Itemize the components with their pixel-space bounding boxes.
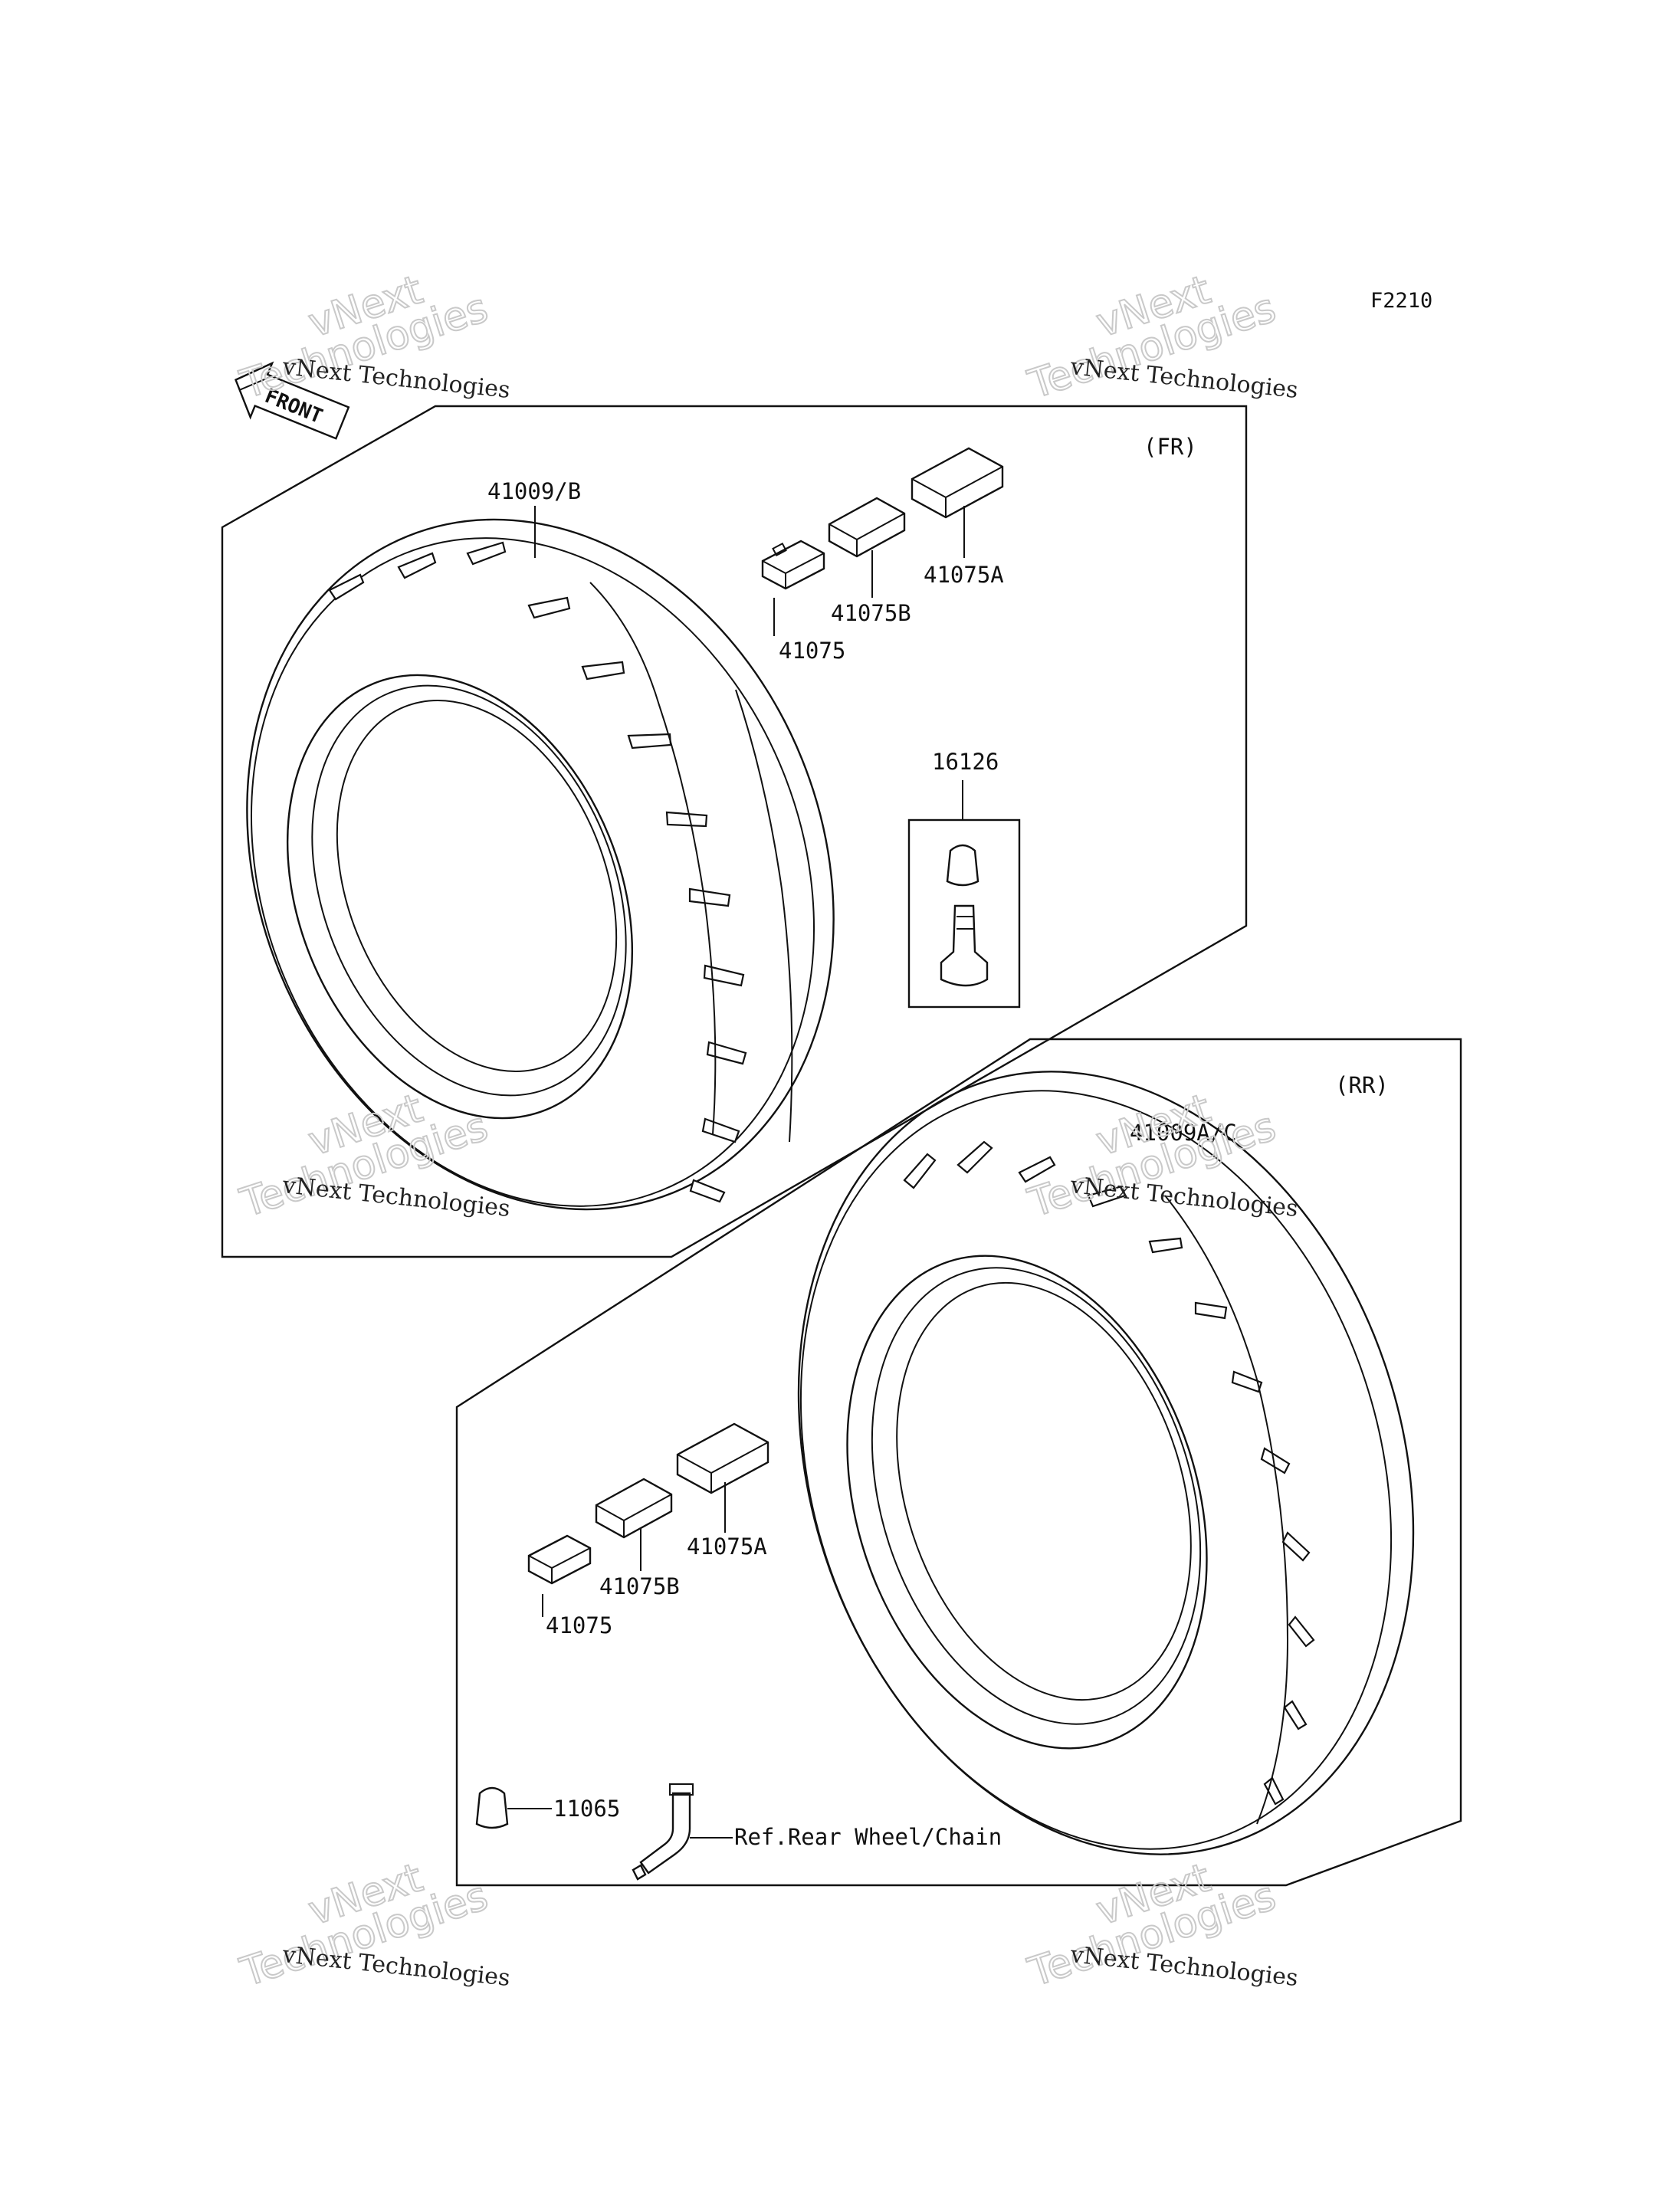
svg-text:vNext Technologies: vNext Technologies xyxy=(281,1172,511,1222)
rear-weight-41075 xyxy=(527,1534,592,1617)
rear-weight-label-41075: 41075 xyxy=(546,1612,612,1638)
front-weight-41075B xyxy=(828,497,906,598)
valve-cap-icon xyxy=(946,844,979,887)
front-tire-drawing xyxy=(246,518,835,1211)
svg-text:vNext Technologies: vNext Technologies xyxy=(281,353,511,404)
valve-cap-11065-icon xyxy=(475,1786,552,1829)
front-valve-box xyxy=(907,818,1021,1009)
front-weight-41075A xyxy=(911,447,1004,558)
front-tire-part-number: 41009/B xyxy=(487,478,581,504)
front-tire-tread xyxy=(328,541,793,1203)
figure-code: F2210 xyxy=(1370,289,1432,313)
front-section-tag: (FR) xyxy=(1144,434,1197,460)
rear-cap-part-number: 11065 xyxy=(553,1796,620,1822)
rear-panel-border xyxy=(455,1038,1462,1887)
svg-text:vNext Technologies: vNext Technologies xyxy=(1068,1941,1299,1992)
front-panel: (FR) xyxy=(221,405,1248,1258)
rear-weight-41075B xyxy=(595,1478,673,1571)
front-panel-border xyxy=(221,405,1248,1258)
watermark-2: vNext Technologies vNext Technologies xyxy=(1022,266,1300,408)
valve-stem-icon xyxy=(940,904,989,987)
rear-valve-reference: Ref.Rear Wheel/Chain xyxy=(734,1824,1002,1850)
bent-valve-stem-icon xyxy=(632,1783,733,1881)
watermark-3: vNext Technologies vNext Technologies xyxy=(235,1084,512,1227)
rear-tire-tread xyxy=(903,1140,1315,1825)
front-weight-label-41075: 41075 xyxy=(779,638,845,664)
front-weight-label-41075B: 41075B xyxy=(831,600,911,626)
front-weight-label-41075A: 41075A xyxy=(924,562,1004,588)
watermark-5: vNext Technologies vNext Technologies xyxy=(235,1854,512,1996)
rear-weight-label-41075B: 41075B xyxy=(599,1573,680,1599)
rear-tire-part-number: 41009A/C xyxy=(1130,1120,1237,1146)
front-valve-part-number: 16126 xyxy=(932,749,999,775)
watermark-1: vNext Technologies vNext Technologies xyxy=(235,266,512,408)
rear-weight-label-41075A: 41075A xyxy=(687,1533,767,1560)
front-weight-41075 xyxy=(761,540,825,636)
watermark-4: vNext Technologies vNext Technologies xyxy=(1022,1084,1300,1227)
watermark-6: vNext Technologies vNext Technologies xyxy=(1022,1854,1300,1996)
svg-text:vNext Technologies: vNext Technologies xyxy=(281,1941,511,1992)
rear-tire-drawing xyxy=(797,1071,1415,1855)
svg-text:vNext Technologies: vNext Technologies xyxy=(1068,353,1299,404)
rear-panel: (RR) 41009A/C xyxy=(455,1038,1462,1887)
rear-section-tag: (RR) xyxy=(1335,1072,1389,1098)
rear-weight-41075A xyxy=(676,1422,769,1533)
svg-text:vNext Technologies: vNext Technologies xyxy=(1068,1172,1299,1222)
